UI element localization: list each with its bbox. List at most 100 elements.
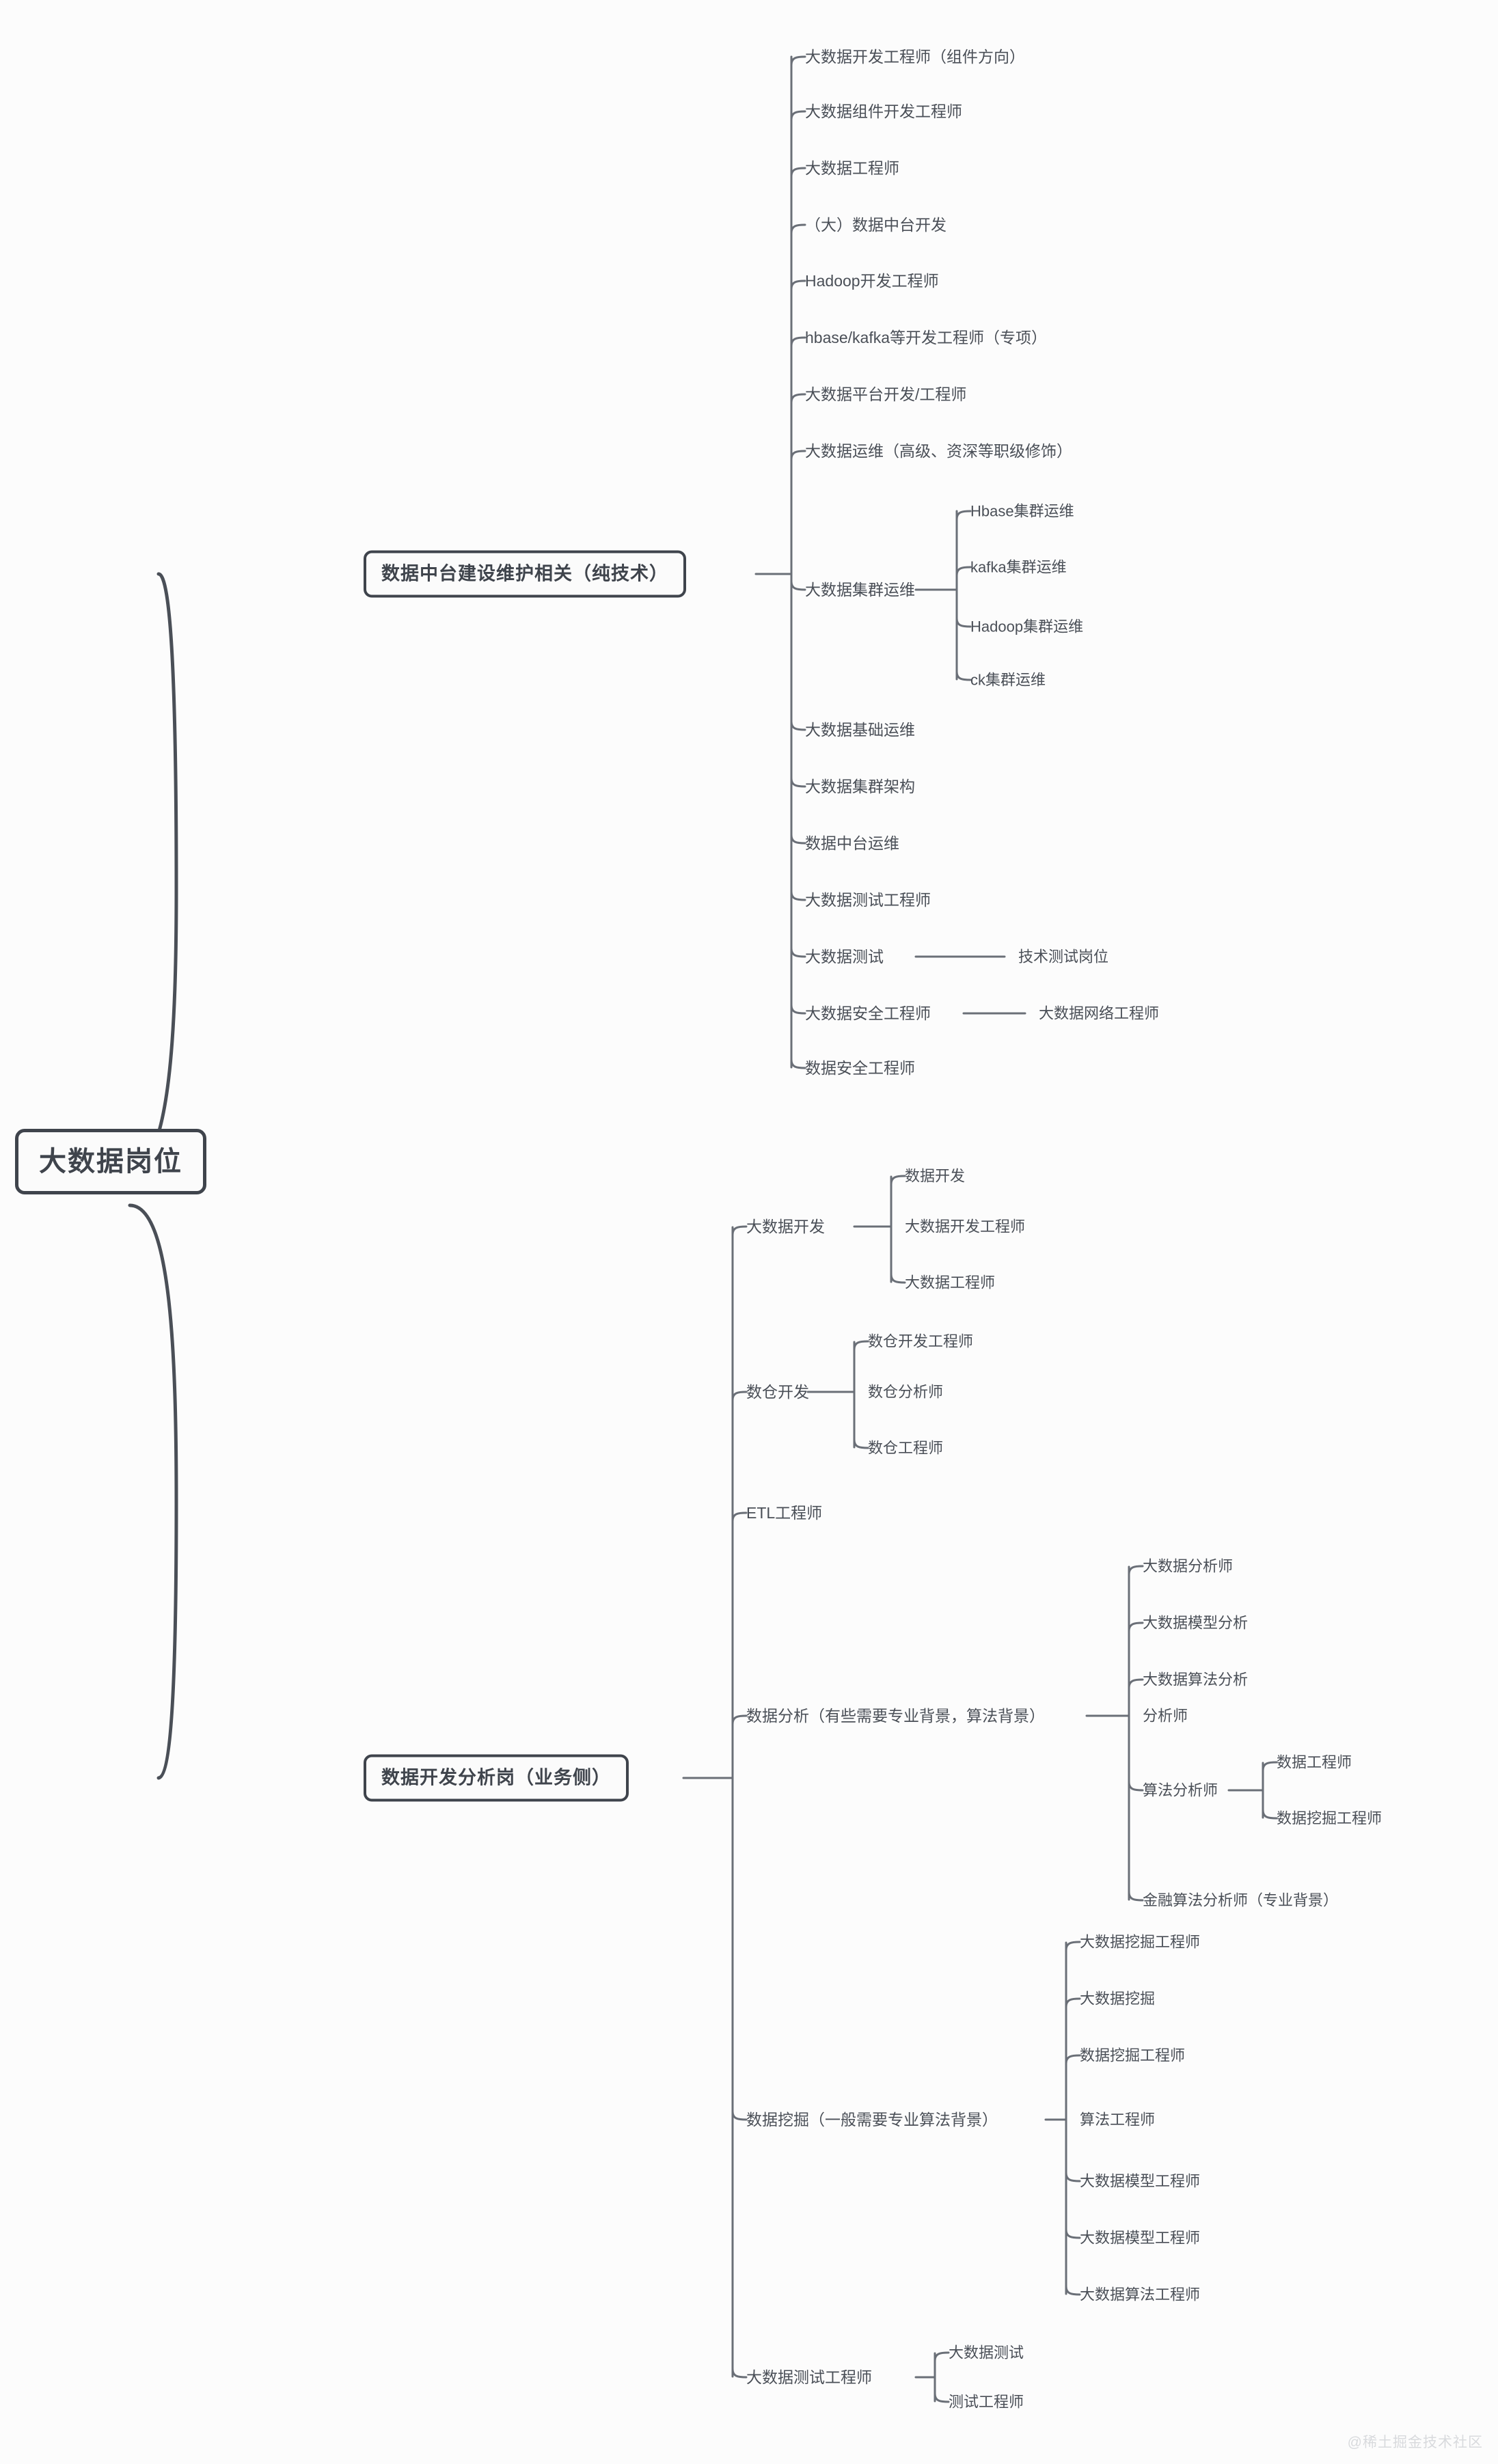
node-bigdata-ops-seniority[interactable]: 大数据运维（高级、资深等职级修饰） xyxy=(805,442,1072,460)
node-label: Hadoop集群运维 xyxy=(970,618,1084,635)
node-algorithm-analyst[interactable]: 算法分析师 xyxy=(1143,1781,1218,1798)
node-label: 数据分析（有些需要专业背景，算法背景） xyxy=(746,1706,1045,1725)
node-analyst[interactable]: 分析师 xyxy=(1143,1707,1188,1724)
node-data-analysis[interactable]: 数据分析（有些需要专业背景，算法背景） xyxy=(746,1707,1045,1725)
node-label: 大数据测试 xyxy=(805,947,884,966)
node-data-mining-engineer[interactable]: 数据挖掘工程师 xyxy=(1080,2047,1185,2064)
node-label: （大）数据中台开发 xyxy=(805,215,947,234)
node-label: 金融算法分析师（专业背景） xyxy=(1143,1891,1339,1909)
node-tech-test-position[interactable]: 技术测试岗位 xyxy=(1018,948,1108,965)
node-label: ck集群运维 xyxy=(970,671,1046,689)
node-bigdata-model-analysis[interactable]: 大数据模型分析 xyxy=(1143,1614,1248,1631)
node-bigdata-model-engineer-2[interactable]: 大数据模型工程师 xyxy=(1080,2229,1200,2246)
node-label: 算法工程师 xyxy=(1080,2111,1156,2128)
node-ck-cluster-ops[interactable]: ck集群运维 xyxy=(970,671,1046,688)
node-label: 大数据开发 xyxy=(746,1217,825,1235)
node-finance-algorithm-analyst[interactable]: 金融算法分析师（专业背景） xyxy=(1143,1891,1338,1908)
node-dw-engineer[interactable]: 数仓工程师 xyxy=(868,1439,943,1456)
node-data-midplatform-ops[interactable]: 数据中台运维 xyxy=(805,834,899,852)
node-label: Hbase集群运维 xyxy=(970,502,1074,520)
node-label: ETL工程师 xyxy=(746,1503,823,1522)
node-label: 大数据测试工程师 xyxy=(805,890,931,909)
node-label: 大数据平台开发/工程师 xyxy=(805,385,967,403)
watermark-text: @稀土掘金技术社区 xyxy=(1347,2435,1483,2450)
node-data-security-engineer[interactable]: 数据安全工程师 xyxy=(805,1059,915,1077)
node-bigdata-platform-dev-engineer[interactable]: 大数据平台开发/工程师 xyxy=(805,385,966,403)
node-data-mining-engineer-2[interactable]: 数据挖掘工程师 xyxy=(1277,1809,1382,1826)
node-label: 大数据组件开发工程师 xyxy=(805,102,962,120)
root-label: 大数据岗位 xyxy=(39,1147,182,1177)
node-label: 测试工程师 xyxy=(949,2393,1024,2411)
watermark-bottom-right: @稀土掘金技术社区 xyxy=(1348,2431,1483,2452)
node-bigdata-test[interactable]: 大数据测试 xyxy=(805,948,884,966)
node-hbase-cluster-ops[interactable]: Hbase集群运维 xyxy=(970,502,1074,519)
node-label: 大数据集群运维 xyxy=(805,580,915,599)
mindmap-root-node[interactable]: 大数据岗位 xyxy=(15,1129,206,1194)
node-datawarehouse-development[interactable]: 数仓开发 xyxy=(746,1383,809,1401)
node-label: 数仓分析师 xyxy=(868,1383,944,1401)
node-kafka-cluster-ops[interactable]: kafka集群运维 xyxy=(970,558,1067,575)
node-label: 大数据开发工程师 xyxy=(905,1218,1026,1235)
node-label: 大数据算法分析 xyxy=(1143,1671,1249,1688)
node-label: 数仓开发工程师 xyxy=(868,1332,974,1350)
node-bigdata-cluster-ops[interactable]: 大数据集群运维 xyxy=(805,581,915,599)
node-bigdata-component-dev-engineer[interactable]: 大数据组件开发工程师 xyxy=(805,102,962,120)
node-bigdata-test-engineer[interactable]: 大数据测试工程师 xyxy=(805,891,931,909)
node-bigdata-mining-engineer[interactable]: 大数据挖掘工程师 xyxy=(1080,1933,1200,1950)
node-label: 数据挖掘工程师 xyxy=(1277,1809,1383,1827)
node-test-engineer[interactable]: 测试工程师 xyxy=(949,2393,1024,2410)
node-label: 大数据集群架构 xyxy=(805,777,915,795)
node-label: 大数据开发工程师（组件方向） xyxy=(805,47,1025,66)
node-bigdata-algorithm-analysis[interactable]: 大数据算法分析 xyxy=(1143,1671,1248,1688)
node-bigdata-dev-engineer-component[interactable]: 大数据开发工程师（组件方向） xyxy=(805,48,1025,66)
node-label: 数仓开发 xyxy=(746,1382,809,1401)
node-label: 大数据挖掘工程师 xyxy=(1080,1933,1201,1951)
node-label: 技术测试岗位 xyxy=(1018,948,1109,966)
node-bigdata-mining[interactable]: 大数据挖掘 xyxy=(1080,1990,1155,2007)
node-label: 大数据挖掘 xyxy=(1080,1990,1156,2008)
node-bigdata-model-engineer-1[interactable]: 大数据模型工程师 xyxy=(1080,2172,1200,2189)
node-bigdata-basic-ops[interactable]: 大数据基础运维 xyxy=(805,721,915,739)
node-bigdata-development[interactable]: 大数据开发 xyxy=(746,1218,825,1235)
node-bigdata-analyst[interactable]: 大数据分析师 xyxy=(1143,1557,1233,1574)
node-hadoop-cluster-ops[interactable]: Hadoop集群运维 xyxy=(970,618,1083,635)
node-bigdata-dev-engineer[interactable]: 大数据开发工程师 xyxy=(905,1218,1025,1235)
node-label: 大数据分析师 xyxy=(1143,1557,1234,1575)
node-data-engineer[interactable]: 数据工程师 xyxy=(1277,1753,1352,1770)
node-data-development[interactable]: 数据开发 xyxy=(905,1167,965,1184)
node-label: 大数据算法工程师 xyxy=(1080,2286,1201,2303)
node-bigdata-test-engineer-business[interactable]: 大数据测试工程师 xyxy=(746,2368,872,2386)
node-label: 大数据安全工程师 xyxy=(805,1004,931,1022)
node-bigdata-security-engineer[interactable]: 大数据安全工程师 xyxy=(805,1004,931,1022)
node-label: 数据挖掘（一般需要专业算法背景） xyxy=(746,2110,998,2128)
node-bigdata-algorithm-engineer[interactable]: 大数据算法工程师 xyxy=(1080,2286,1200,2303)
node-label: 大数据工程师 xyxy=(905,1274,996,1291)
branch-node-data-dev-analysis[interactable]: 数据开发分析岗（业务侧） xyxy=(364,1754,629,1802)
node-dw-dev-engineer[interactable]: 数仓开发工程师 xyxy=(868,1332,973,1350)
branch-label: 数据中台建设维护相关（纯技术） xyxy=(381,563,668,584)
node-bigdata-cluster-architecture[interactable]: 大数据集群架构 xyxy=(805,778,915,795)
branch-node-data-platform[interactable]: 数据中台建设维护相关（纯技术） xyxy=(364,550,686,598)
node-etl-engineer[interactable]: ETL工程师 xyxy=(746,1504,822,1522)
node-bigdata-engineer-2[interactable]: 大数据工程师 xyxy=(905,1274,995,1291)
node-label: 大数据测试 xyxy=(949,2344,1024,2362)
node-dw-analyst[interactable]: 数仓分析师 xyxy=(868,1383,943,1400)
node-hbase-kafka-dev-engineer[interactable]: hbase/kafka等开发工程师（专项） xyxy=(805,329,1047,346)
node-data-mining[interactable]: 数据挖掘（一般需要专业算法背景） xyxy=(746,2111,998,2128)
node-label: 数仓工程师 xyxy=(868,1439,944,1457)
node-bigdata-network-engineer[interactable]: 大数据网络工程师 xyxy=(1039,1004,1159,1022)
node-data-midplatform-dev[interactable]: （大）数据中台开发 xyxy=(805,216,947,234)
node-label: 数据安全工程师 xyxy=(805,1058,915,1077)
node-label: 数据工程师 xyxy=(1277,1753,1352,1771)
node-label: kafka集群运维 xyxy=(970,558,1067,576)
node-algorithm-engineer[interactable]: 算法工程师 xyxy=(1080,2111,1155,2128)
node-label: 算法分析师 xyxy=(1143,1781,1218,1799)
node-bigdata-engineer[interactable]: 大数据工程师 xyxy=(805,159,899,177)
node-label: 大数据运维（高级、资深等职级修饰） xyxy=(805,441,1072,460)
node-label: 大数据工程师 xyxy=(805,159,899,177)
node-bigdata-test-2[interactable]: 大数据测试 xyxy=(949,2344,1024,2361)
node-label: 数据开发 xyxy=(905,1167,966,1185)
node-hadoop-dev-engineer[interactable]: Hadoop开发工程师 xyxy=(805,272,939,290)
branch-label: 数据开发分析岗（业务侧） xyxy=(381,1767,611,1788)
node-label: 数据中台运维 xyxy=(805,834,899,852)
